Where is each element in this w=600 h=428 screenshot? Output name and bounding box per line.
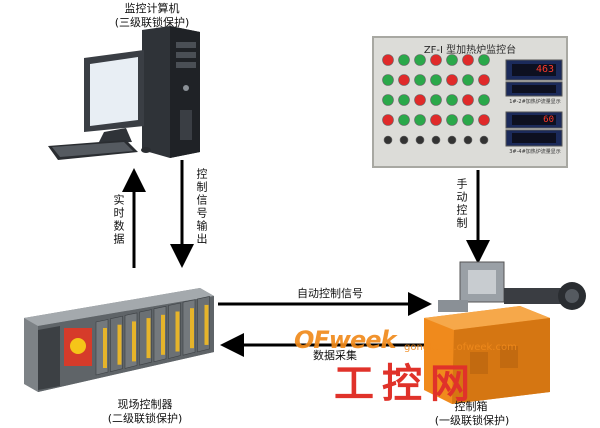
rack-terminal-block (190, 308, 194, 349)
panel-light (430, 114, 442, 126)
panel-light (431, 135, 441, 145)
panel-light (463, 135, 473, 145)
panel-light (462, 114, 474, 126)
watermark-big: 工控网 (334, 361, 478, 407)
panel-title: ZF-I 型加热炉监控台 (423, 45, 517, 56)
panel-readout-lower: 60 (543, 115, 554, 125)
panel-light (462, 54, 474, 66)
rack-terminal-block (161, 314, 165, 355)
label-control-output: 控制信号输出 (195, 168, 208, 246)
rack-terminal-block (204, 304, 209, 345)
panel-light (398, 54, 410, 66)
panel-light (446, 94, 458, 106)
label-manual-control: 手动控制 (455, 178, 468, 230)
panel-light (430, 54, 442, 66)
panel-display-lower-label: 3#-4#加热炉流量显示 (509, 149, 561, 155)
panel-light (383, 135, 393, 145)
panel-light (478, 54, 490, 66)
label-realtime-data: 实时数据 (112, 194, 125, 246)
panel-light (462, 94, 474, 106)
panel-light (414, 74, 426, 86)
panel-light (478, 74, 490, 86)
watermark-site: gongkong.ofweek.com (404, 342, 517, 353)
watermark-brand: OFweek (294, 326, 396, 354)
panel-display-upper-label: 1#-2#加热炉流量显示 (509, 99, 561, 105)
burner-pipework (438, 261, 586, 312)
panel-display-lower-2 (505, 129, 563, 147)
panel-light (399, 135, 409, 145)
panel-light (430, 94, 442, 106)
panel-lights (382, 54, 490, 145)
orange-control-box (424, 306, 550, 404)
panel-readout-upper: 463 (535, 64, 554, 75)
panel-light (398, 74, 410, 86)
panel-light (414, 54, 426, 66)
controller-subtitle: (二级联锁保护) (107, 412, 183, 425)
rack-terminal-block (103, 328, 107, 368)
panel-display-upper (505, 59, 563, 81)
panel-light (382, 114, 394, 126)
label-data-collection: 数据采集 (313, 349, 357, 362)
panel-light (446, 74, 458, 86)
rack-terminal-block (146, 318, 151, 359)
label-auto-control: 自动控制信号 (297, 287, 363, 300)
panel-light (382, 74, 394, 86)
control-box-title: 控制箱 (454, 400, 488, 413)
computer-keyboard (48, 140, 151, 160)
panel-light (414, 114, 426, 126)
panel-light (447, 135, 457, 145)
rack-terminal-block (117, 324, 122, 365)
panel-light (382, 54, 394, 66)
panel-light (382, 94, 394, 106)
computer-subtitle: (三级联锁保护) (114, 16, 190, 29)
controller-io-modules (95, 296, 210, 376)
panel-light (414, 94, 426, 106)
computer-monitor (84, 50, 144, 144)
panel-light (415, 135, 425, 145)
panel-light (446, 114, 458, 126)
panel-light (479, 135, 489, 145)
panel-display-upper-2 (505, 81, 563, 97)
computer-tower (142, 26, 200, 158)
rack-terminal-block (132, 321, 136, 362)
panel-light (478, 114, 490, 126)
control-box-subtitle: (一级联锁保护) (434, 414, 510, 427)
controller-title: 现场控制器 (117, 398, 173, 411)
computer-title: 监控计算机 (124, 2, 180, 15)
panel-display-lower (505, 111, 563, 129)
panel-light (446, 54, 458, 66)
panel-light (398, 114, 410, 126)
panel-light (398, 94, 410, 106)
rack-terminal-block (175, 311, 180, 352)
panel-light (462, 74, 474, 86)
controller-rack (24, 288, 214, 392)
panel-light (478, 94, 490, 106)
panel-light (430, 74, 442, 86)
